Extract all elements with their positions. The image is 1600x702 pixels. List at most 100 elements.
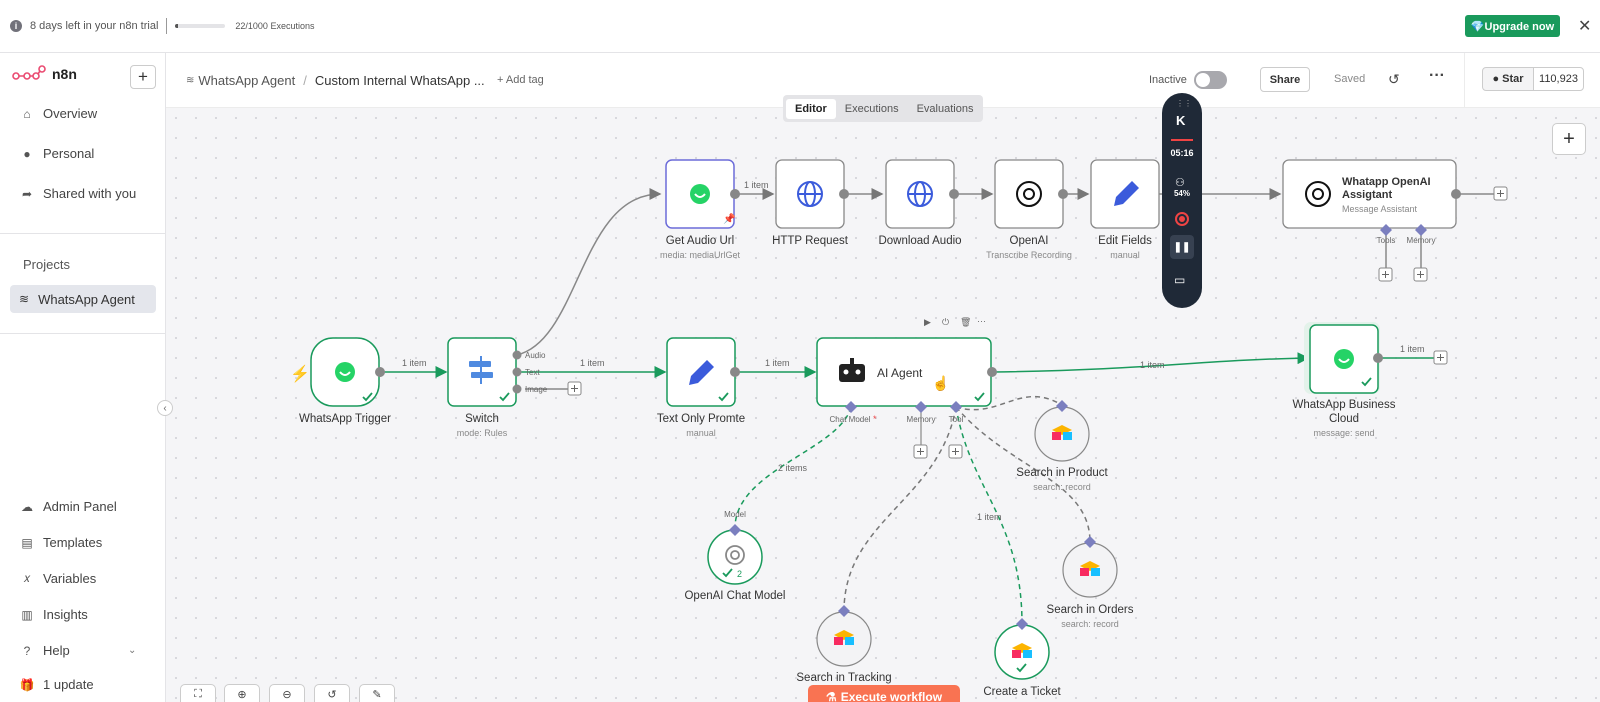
node-whatsapp-business-cloud[interactable]: WhatsApp Business Cloud message: send bbox=[1293, 322, 1396, 438]
sidebar-item-shared[interactable]: ➦ Shared with you bbox=[20, 186, 136, 201]
sidebar-item-insights[interactable]: ▥ Insights bbox=[20, 607, 87, 622]
connection-search-product[interactable] bbox=[955, 395, 1063, 411]
power-icon[interactable]: ⏻ bbox=[942, 317, 949, 327]
node-text-only-promte[interactable]: Text Only Promte manual bbox=[657, 337, 745, 438]
node-ai-agent[interactable]: AI Agent ☝ bbox=[816, 337, 992, 407]
add-node-stub[interactable] bbox=[1378, 267, 1393, 282]
tool-input-handle[interactable] bbox=[1084, 536, 1096, 548]
output-handle[interactable] bbox=[512, 384, 522, 394]
memory-handle[interactable] bbox=[1415, 224, 1427, 236]
add-node-stub[interactable] bbox=[948, 444, 963, 459]
connection-chat-model[interactable] bbox=[734, 406, 852, 529]
tab-editor[interactable]: Editor bbox=[786, 98, 836, 119]
output-handle[interactable] bbox=[839, 189, 849, 199]
record-icon[interactable] bbox=[1175, 212, 1189, 226]
tab-executions[interactable]: Executions bbox=[844, 102, 899, 115]
tab-evaluations[interactable]: Evaluations bbox=[916, 102, 974, 115]
node-search-in-tracking[interactable]: Search in Tracking bbox=[796, 611, 892, 684]
output-handle[interactable] bbox=[1373, 353, 1383, 363]
upgrade-button[interactable]: 💎Upgrade now bbox=[1465, 15, 1560, 37]
breadcrumb-project[interactable]: WhatsApp Agent bbox=[198, 73, 296, 88]
drag-handle-icon[interactable]: ⋮⋮ bbox=[1176, 99, 1192, 108]
node-get-audio-url[interactable]: 📌 Get Audio Url media: mediaUrlGet bbox=[660, 159, 741, 260]
zoom-out-button[interactable]: ⊖ bbox=[269, 684, 305, 702]
node-whatsapp-openai-assistant[interactable]: Whatapp OpenAI Assigtant Message Assista… bbox=[1282, 159, 1457, 229]
github-star-count[interactable]: 110,923 bbox=[1533, 67, 1584, 91]
sidebar-item-variables[interactable]: 𝑥 Variables bbox=[20, 571, 97, 586]
globe-icon bbox=[797, 181, 823, 207]
sidebar-item-project[interactable]: ≋ WhatsApp Agent bbox=[10, 285, 156, 313]
history-icon[interactable]: ↺ bbox=[1388, 71, 1400, 87]
tidy-up-button[interactable]: ✎ bbox=[359, 684, 395, 702]
camera-icon[interactable]: ▭ bbox=[1174, 273, 1186, 287]
add-node-stub[interactable] bbox=[913, 444, 928, 459]
sidebar-item-personal[interactable]: ● Personal bbox=[20, 146, 94, 161]
chat-model-handle[interactable] bbox=[845, 401, 857, 413]
layers-icon: ≋ bbox=[186, 75, 195, 86]
sidebar-item-overview[interactable]: ⌂ Overview bbox=[20, 106, 97, 121]
share-button[interactable]: Share bbox=[1260, 67, 1310, 92]
output-handle[interactable] bbox=[512, 367, 522, 377]
play-icon[interactable]: ▶ bbox=[924, 317, 931, 327]
sidebar-item-updates[interactable]: 🎁 1 update bbox=[20, 677, 94, 692]
tool-handle[interactable] bbox=[950, 401, 962, 413]
tool-input-handle[interactable] bbox=[1016, 618, 1028, 630]
trash-icon[interactable]: 🗑 bbox=[960, 317, 971, 327]
connection-search-tracking[interactable] bbox=[843, 406, 957, 611]
output-handle[interactable] bbox=[512, 350, 522, 360]
sidebar-item-help[interactable]: ? Help ⌄ bbox=[20, 643, 140, 658]
more-options-icon[interactable]: ··· bbox=[1429, 67, 1445, 84]
activate-toggle[interactable] bbox=[1194, 71, 1227, 89]
memory-handle[interactable] bbox=[915, 401, 927, 413]
output-handle[interactable] bbox=[1058, 189, 1068, 199]
node-switch[interactable]: Switch mode: Rules bbox=[447, 337, 517, 438]
node-create-a-ticket[interactable]: Create a Ticket bbox=[983, 624, 1061, 698]
node-http-request[interactable]: HTTP Request bbox=[772, 159, 849, 247]
collapse-sidebar-button[interactable]: ‹ bbox=[157, 400, 173, 416]
output-handle[interactable] bbox=[987, 367, 997, 377]
node-title: Search in Product bbox=[1016, 467, 1108, 479]
recorder-logo-icon: K bbox=[1176, 113, 1186, 128]
node-openai-chat-model[interactable]: 2 OpenAI Chat Model bbox=[684, 529, 786, 602]
add-node-stub[interactable] bbox=[567, 381, 582, 396]
output-handle[interactable] bbox=[375, 367, 385, 377]
output-handle[interactable] bbox=[730, 367, 740, 377]
more-options-icon[interactable]: ··· bbox=[977, 316, 986, 326]
node-edit-fields[interactable]: Edit Fields manual bbox=[1090, 159, 1160, 260]
add-tag-button[interactable]: + Add tag bbox=[497, 74, 544, 86]
add-node-stub[interactable] bbox=[1493, 186, 1508, 201]
workflow-name[interactable]: Custom Internal WhatsApp ... bbox=[314, 73, 485, 88]
add-node-button[interactable]: + bbox=[1552, 123, 1586, 155]
reset-zoom-button[interactable]: ↺ bbox=[314, 684, 350, 702]
node-download-audio[interactable]: Download Audio bbox=[878, 159, 962, 247]
add-node-stub[interactable] bbox=[1433, 350, 1448, 365]
node-search-in-product[interactable]: Search in Product search: record bbox=[1016, 406, 1109, 492]
node-openai[interactable]: OpenAI Transcribe Recording bbox=[986, 159, 1072, 260]
create-button[interactable]: + bbox=[130, 65, 156, 89]
fit-view-button[interactable]: ⛶ bbox=[180, 684, 216, 702]
execute-workflow-button[interactable]: ⚗ Execute workflow bbox=[808, 685, 960, 702]
chat-model-label: Chat Model bbox=[830, 415, 871, 424]
add-node-stub[interactable] bbox=[1413, 267, 1428, 282]
sidebar-item-admin-panel[interactable]: ☁ Admin Panel bbox=[20, 499, 117, 514]
logo[interactable]: n8n bbox=[12, 65, 77, 83]
tools-handle[interactable] bbox=[1380, 224, 1392, 236]
sidebar-divider bbox=[0, 233, 166, 234]
output-handle[interactable] bbox=[730, 189, 740, 199]
node-search-in-orders[interactable]: Search in Orders search: record bbox=[1047, 542, 1134, 629]
output-handle[interactable] bbox=[1451, 189, 1461, 199]
connection-create-ticket[interactable] bbox=[955, 406, 1023, 625]
output-handle[interactable] bbox=[949, 189, 959, 199]
connection[interactable] bbox=[991, 352, 1310, 373]
close-icon[interactable]: ✕ bbox=[1578, 18, 1592, 35]
sidebar-item-templates[interactable]: ▤ Templates bbox=[20, 535, 102, 550]
node-whatsapp-trigger[interactable]: WhatsApp Trigger bbox=[299, 337, 391, 425]
project-label: WhatsApp Agent bbox=[38, 291, 135, 307]
tool-input-handle[interactable] bbox=[1056, 400, 1068, 412]
connection-search-orders[interactable] bbox=[955, 406, 1091, 543]
zoom-in-button[interactable]: ⊕ bbox=[224, 684, 260, 702]
pause-button[interactable]: ❚❚ bbox=[1170, 235, 1194, 259]
connection-switch-audio[interactable] bbox=[516, 188, 662, 356]
tool-input-handle[interactable] bbox=[838, 605, 850, 617]
model-handle[interactable] bbox=[729, 524, 741, 536]
